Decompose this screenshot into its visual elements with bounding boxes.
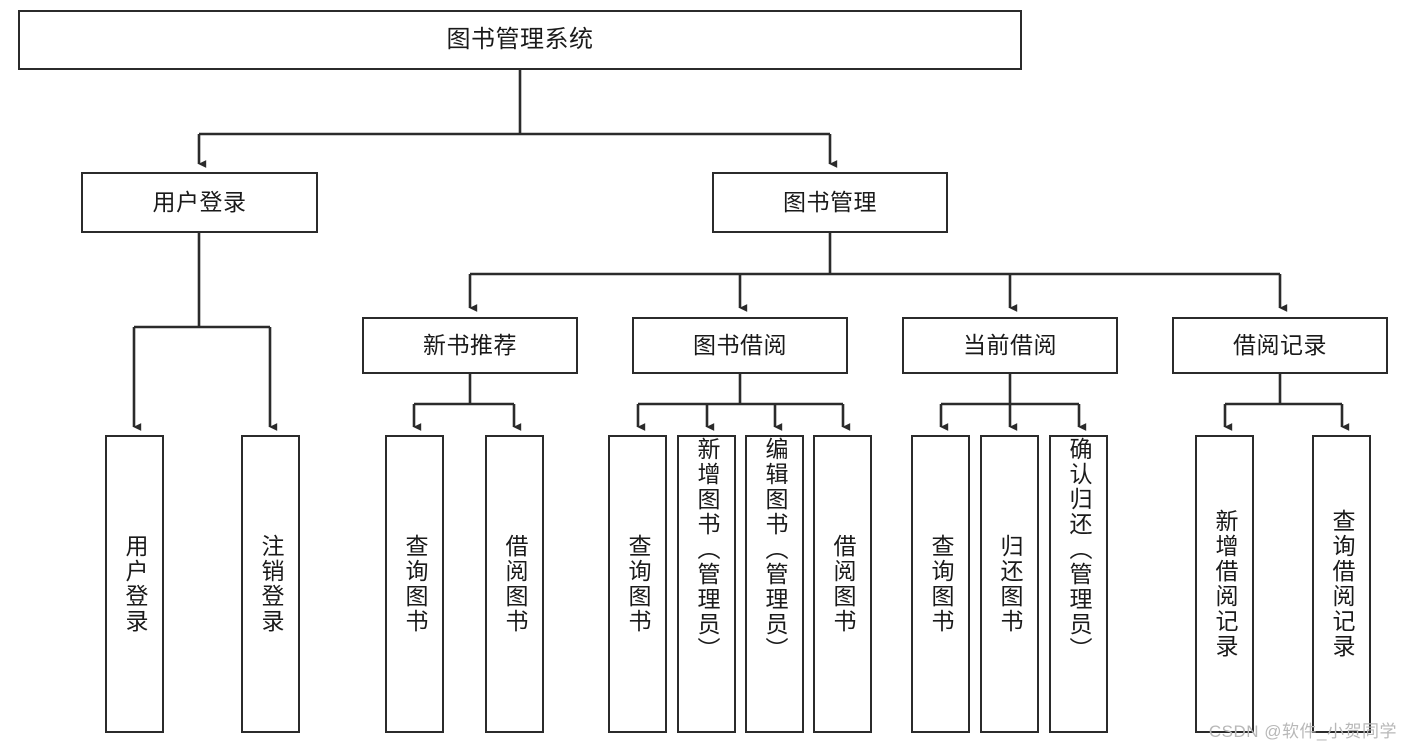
node-user-login[interactable]: 用户登录 [81, 172, 318, 233]
node-book-borrow[interactable]: 图书借阅 [632, 317, 848, 374]
node-label: 编辑图书（管理员） [762, 437, 788, 662]
node-borrow-record[interactable]: 借阅记录 [1172, 317, 1388, 374]
node-leaf-logout-login[interactable]: 注销登录 [241, 435, 300, 733]
node-label: 归还图书 [997, 534, 1023, 634]
node-book-management[interactable]: 图书管理 [712, 172, 948, 233]
node-label: 确认归还（管理员） [1066, 437, 1092, 662]
node-leaf-query-record[interactable]: 查询借阅记录 [1312, 435, 1371, 733]
node-root-book-management-system[interactable]: 图书管理系统 [18, 10, 1022, 70]
node-leaf-edit-book[interactable]: 编辑图书（管理员） [745, 435, 804, 733]
node-label: 查询图书 [402, 534, 428, 634]
node-leaf-query-book-2[interactable]: 查询图书 [608, 435, 667, 733]
node-label: 查询借阅记录 [1329, 509, 1355, 659]
node-new-book-recommend[interactable]: 新书推荐 [362, 317, 578, 374]
node-label: 用户登录 [152, 189, 247, 216]
watermark-text: CSDN @软件_小贺同学 [1208, 722, 1397, 741]
node-label: 注销登录 [258, 534, 284, 634]
node-leaf-add-record[interactable]: 新增借阅记录 [1195, 435, 1254, 733]
node-leaf-add-book[interactable]: 新增图书（管理员） [677, 435, 736, 733]
node-leaf-query-book-3[interactable]: 查询图书 [911, 435, 970, 733]
node-leaf-query-book-1[interactable]: 查询图书 [385, 435, 444, 733]
node-label: 查询图书 [928, 534, 954, 634]
node-leaf-confirm-return[interactable]: 确认归还（管理员） [1049, 435, 1108, 733]
node-label: 当前借阅 [963, 332, 1057, 359]
node-leaf-return-book[interactable]: 归还图书 [980, 435, 1039, 733]
node-leaf-user-login[interactable]: 用户登录 [105, 435, 164, 733]
node-label: 图书借阅 [693, 332, 787, 359]
node-label: 查询图书 [625, 534, 651, 634]
node-label: 新增图书（管理员） [694, 437, 720, 662]
node-label: 借阅图书 [502, 534, 528, 634]
node-label: 图书管理 [783, 189, 877, 216]
node-label: 新书推荐 [423, 332, 517, 359]
node-current-borrow[interactable]: 当前借阅 [902, 317, 1118, 374]
node-label: 新增借阅记录 [1212, 509, 1238, 659]
node-leaf-borrow-book-2[interactable]: 借阅图书 [813, 435, 872, 733]
node-label: 图书管理系统 [446, 26, 594, 54]
node-label: 用户登录 [122, 534, 148, 634]
node-leaf-borrow-book-1[interactable]: 借阅图书 [485, 435, 544, 733]
node-label: 借阅图书 [830, 534, 856, 634]
node-label: 借阅记录 [1233, 332, 1327, 359]
